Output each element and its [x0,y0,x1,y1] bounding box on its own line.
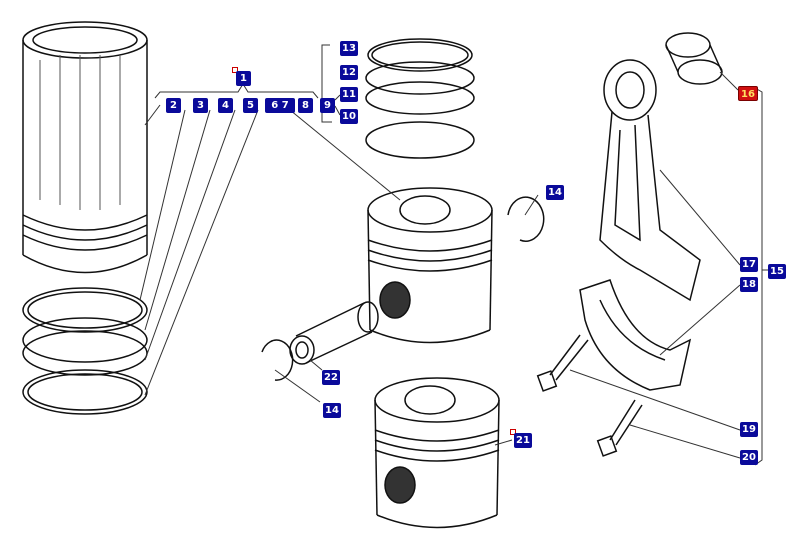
callout-14[interactable]: 14 [323,403,341,418]
callout-6-7[interactable]: 6 7 [265,98,295,113]
callout-14[interactable]: 14 [546,185,564,200]
callout-11[interactable]: 11 [340,87,358,102]
note-marker[interactable] [232,67,238,73]
cylinder-liner [22,21,148,274]
callout-15[interactable]: 15 [768,264,786,279]
rod-bushing [665,32,723,85]
callout-10[interactable]: 10 [340,109,358,124]
callout-4[interactable]: 4 [218,98,233,113]
circlip [261,339,294,381]
callout-22[interactable]: 22 [322,370,340,385]
callout-8[interactable]: 8 [298,98,313,113]
piston [374,377,500,529]
callout-9[interactable]: 9 [320,98,335,113]
connecting-rod [599,59,701,302]
callout-19[interactable]: 19 [740,422,758,437]
rod-cap [579,279,692,391]
callout-16[interactable]: 16 [738,86,758,101]
callout-20[interactable]: 20 [740,450,758,465]
callout-17[interactable]: 17 [740,257,758,272]
callout-21[interactable]: 21 [514,433,532,448]
callout-3[interactable]: 3 [193,98,208,113]
callout-18[interactable]: 18 [740,277,758,292]
piston-rings [365,38,475,159]
piston-pin [289,301,379,365]
seal-rings [22,287,148,415]
piston-assembled [367,187,493,344]
callout-5[interactable]: 5 [243,98,258,113]
note-marker[interactable] [510,429,516,435]
callout-12[interactable]: 12 [340,65,358,80]
callout-2[interactable]: 2 [166,98,181,113]
rod-bolts [536,334,643,457]
leader-lines [139,44,768,466]
circlip [507,196,545,242]
callout-13[interactable]: 13 [340,41,358,56]
callout-1[interactable]: 1 [236,71,251,86]
